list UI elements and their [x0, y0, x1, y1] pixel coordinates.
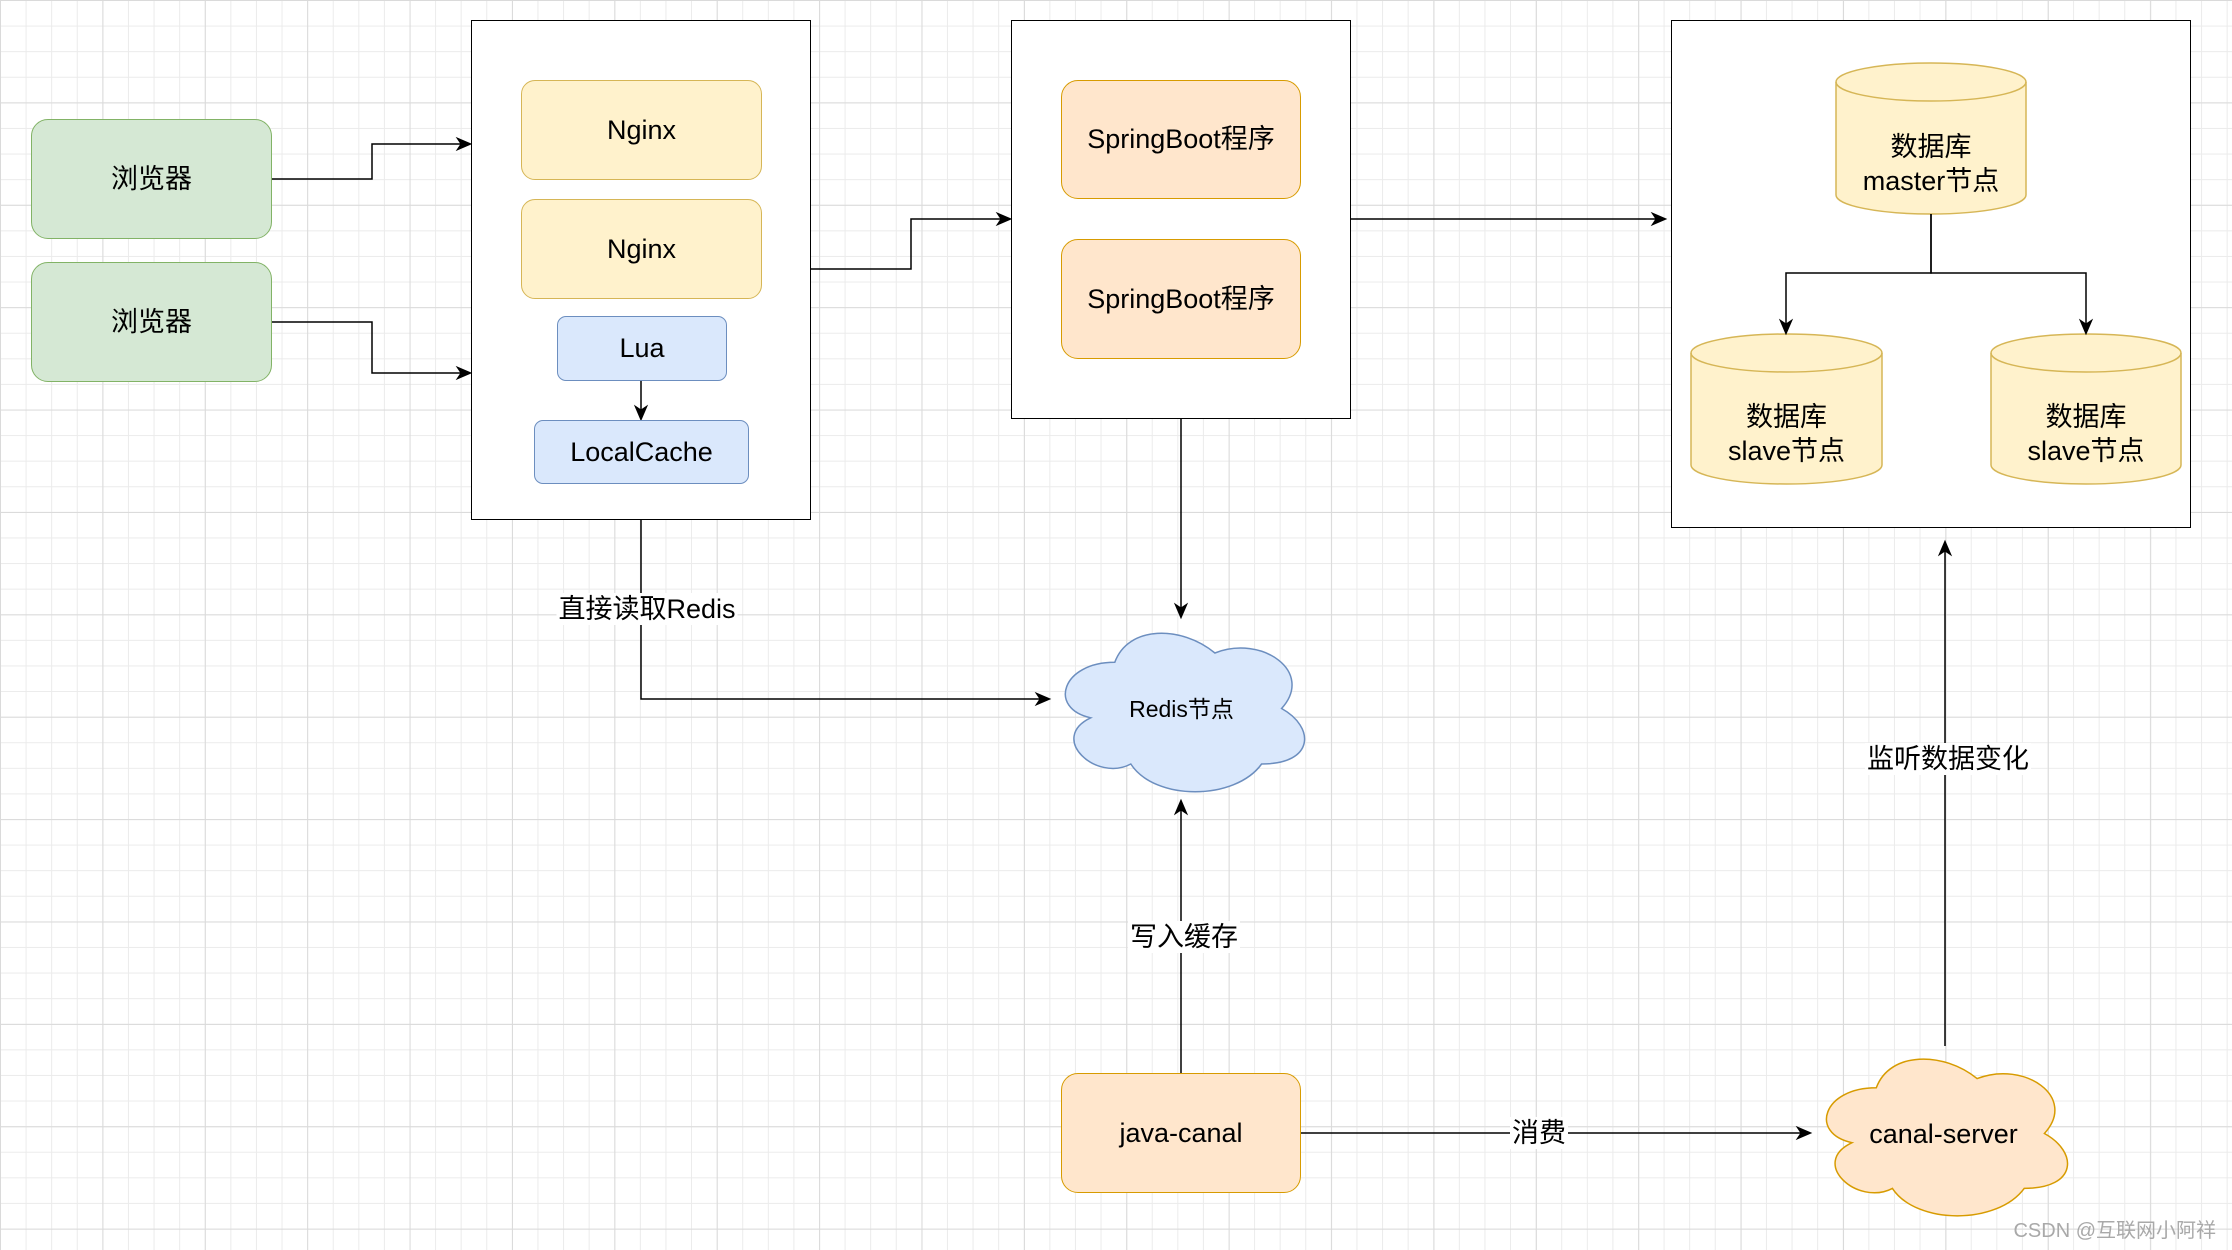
edge-label-read-redis: 直接读取Redis [556, 593, 738, 625]
edge-browser-1-to-gateway [272, 136, 473, 180]
cylinder-rim [1690, 352, 1883, 373]
db-slave-1-cylinder [1690, 333, 1883, 485]
edge-master-to-slave-2 [1930, 214, 2094, 336]
edge-label-write-cache: 写入缓存 [1128, 921, 1240, 953]
db-slave-2-label-line-2: slave节点 [2027, 436, 2145, 466]
edge-label-consume: 消费 [1510, 1117, 1568, 1149]
arrowhead [1173, 602, 1189, 620]
db-slave-2-label-line-1: 数据库 [2045, 402, 2127, 432]
arrowhead [1034, 691, 1052, 707]
canal-server-cloud [1825, 1058, 2069, 1217]
redis-cloud [1064, 632, 1306, 793]
edge-line [272, 143, 461, 180]
arrowhead [1937, 539, 1953, 557]
db-slave-1-label-line-1: 数据库 [1746, 402, 1827, 432]
cylinder-rim [1835, 81, 2027, 102]
arrowhead [1173, 798, 1189, 816]
canal-server-label: canal-server [1869, 1118, 2018, 1149]
arrowhead [2078, 318, 2094, 336]
db-master-cylinder [1835, 62, 2027, 215]
arrowhead [1778, 318, 1794, 336]
db-master-label-line-2: master节点 [1862, 166, 2000, 196]
edge-service-to-redis [1173, 419, 1189, 620]
arrowhead [455, 365, 473, 381]
edge-gateway-read-redis [640, 520, 1052, 707]
db-slave-2-cylinder [1990, 333, 2182, 485]
edge-label-listen-changes: 监听数据变化 [1865, 743, 2031, 775]
arrowhead [1795, 1125, 1813, 1141]
arrowhead [455, 136, 473, 152]
arrowhead [633, 404, 649, 422]
edge-line [640, 520, 1040, 700]
cylinder-body [1835, 62, 2027, 215]
edge-lua-to-local-cache [633, 381, 649, 422]
browser-node-1: 浏览器 [31, 119, 272, 239]
java-canal-node: java-canal [1061, 1073, 1301, 1193]
arrowhead [1650, 211, 1668, 227]
nginx-node-2: Nginx [521, 199, 762, 299]
local-cache-node: LocalCache [534, 420, 749, 484]
edge-line [1930, 214, 2087, 324]
nginx-node-1: Nginx [521, 80, 762, 180]
db-master-label: 数据库 master节点 [1836, 130, 2026, 198]
db-slave-1-label: 数据库 slave节点 [1691, 400, 1882, 468]
edge-service-to-database [1351, 211, 1668, 227]
redis-node-label: Redis节点 [1129, 695, 1234, 722]
cylinder-body [1690, 333, 1883, 485]
edge-master-to-slave-1 [1778, 214, 1932, 336]
edge-line [1785, 214, 1932, 324]
arrowhead [995, 211, 1013, 227]
cylinder-rim [1990, 352, 2182, 373]
edge-gateway-to-service [811, 211, 1013, 270]
edge-line [272, 321, 461, 374]
edge-browser-2-to-gateway [272, 321, 473, 381]
edge-canal-server-to-database [1937, 539, 1953, 1046]
cylinder-body [1990, 333, 2182, 485]
browser-node-2: 浏览器 [31, 262, 272, 382]
watermark: CSDN @互联网小阿祥 [2013, 1220, 2216, 1242]
springboot-node-2: SpringBoot程序 [1061, 239, 1301, 359]
db-master-label-line-1: 数据库 [1890, 132, 1972, 162]
springboot-node-1: SpringBoot程序 [1061, 80, 1301, 199]
lua-node: Lua [557, 316, 727, 381]
db-slave-1-label-line-2: slave节点 [1727, 436, 1846, 466]
db-slave-2-label: 数据库 slave节点 [1991, 400, 2181, 468]
edge-line [811, 218, 1001, 270]
